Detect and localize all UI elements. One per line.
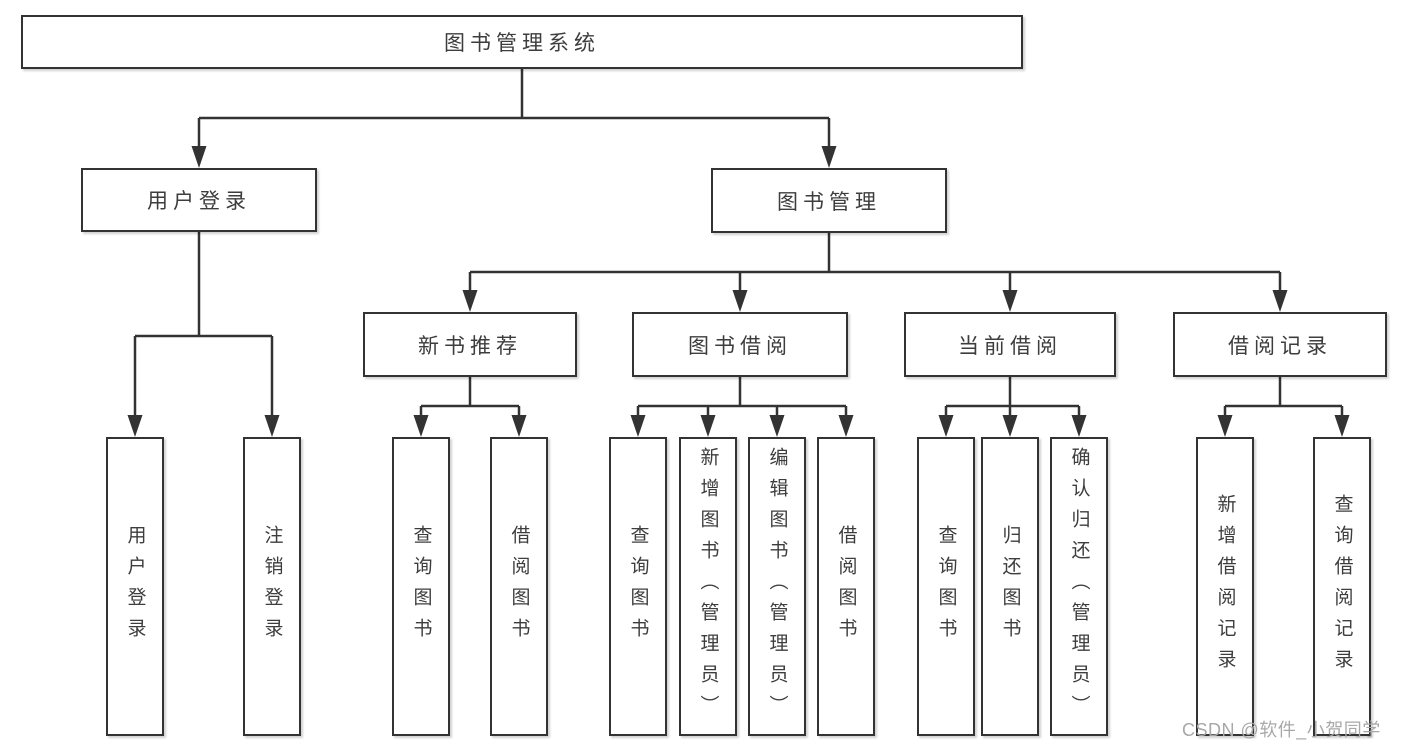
node-label: 新书推荐 <box>418 334 522 358</box>
connector-path <box>133 69 1344 417</box>
node-label: 编辑图书（管理员） <box>766 447 788 726</box>
node-label: 借阅图书 <box>508 524 530 649</box>
node-book-borrowing: 图书借阅 <box>632 312 848 377</box>
node-label: 查询图书 <box>627 524 649 649</box>
node-label: 归还图书 <box>999 524 1021 649</box>
node-label: 确认归还（管理员） <box>1068 447 1090 726</box>
leaf-logout: 注销登录 <box>243 437 301 736</box>
watermark: CSDN @软件_小贺同学 <box>1182 720 1381 740</box>
leaf-nb-query-books: 查询图书 <box>392 437 450 736</box>
node-label: 用户登录 <box>124 524 146 649</box>
node-label: 查询借阅记录 <box>1331 493 1353 680</box>
node-label: 当前借阅 <box>958 334 1062 358</box>
node-root-library-management-system: 图书管理系统 <box>21 15 1023 69</box>
leaf-br-add-record: 新增借阅记录 <box>1196 437 1254 736</box>
leaf-bb-borrow-books: 借阅图书 <box>817 437 875 736</box>
arrowheads <box>127 146 1350 437</box>
node-label: 查询图书 <box>410 524 432 649</box>
node-label: 用户登录 <box>147 190 251 213</box>
node-label: 图书借阅 <box>688 334 792 358</box>
leaf-br-query-record: 查询借阅记录 <box>1313 437 1371 736</box>
leaf-bb-add-books-admin: 新增图书（管理员） <box>679 437 737 736</box>
node-user-login: 用户登录 <box>81 168 317 232</box>
node-new-book-recommendation: 新书推荐 <box>363 312 577 377</box>
leaf-cb-confirm-return-admin: 确认归还（管理员） <box>1050 437 1108 736</box>
node-current-borrowing: 当前借阅 <box>904 312 1116 377</box>
node-label: 新增图书（管理员） <box>697 447 719 726</box>
node-borrowing-records: 借阅记录 <box>1173 312 1387 377</box>
node-label: 注销登录 <box>261 524 283 649</box>
node-label: 新增借阅记录 <box>1214 493 1236 680</box>
leaf-user-login: 用户登录 <box>106 437 164 736</box>
node-book-management: 图书管理 <box>711 168 947 233</box>
leaf-cb-query-books: 查询图书 <box>917 437 975 736</box>
leaf-cb-return-books: 归还图书 <box>981 437 1039 736</box>
node-label: 图书管理系统 <box>444 32 600 55</box>
node-label: 图书管理 <box>777 190 881 214</box>
node-label: 借阅图书 <box>835 524 857 649</box>
node-label: 查询图书 <box>935 524 957 649</box>
leaf-nb-borrow-books: 借阅图书 <box>490 437 548 736</box>
leaf-bb-edit-books-admin: 编辑图书（管理员） <box>748 437 806 736</box>
node-label: 借阅记录 <box>1228 334 1332 358</box>
leaf-bb-query-books: 查询图书 <box>609 437 667 736</box>
